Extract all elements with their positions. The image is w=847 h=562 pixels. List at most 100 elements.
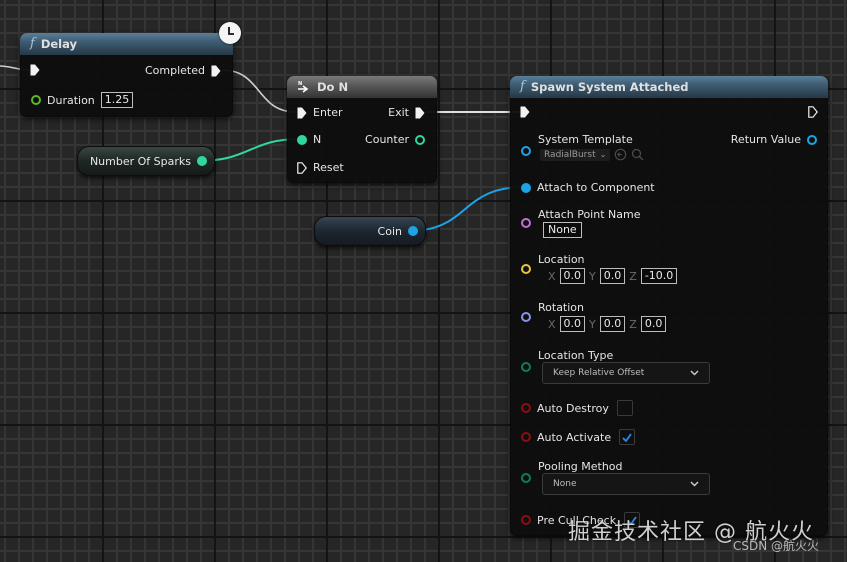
x-axis-label: X [548, 317, 556, 331]
chevron-down-icon [690, 481, 699, 487]
exec-pin-icon [30, 64, 40, 76]
clock-icon [219, 22, 241, 44]
rotation-z-input[interactable]: 0.0 [640, 316, 667, 332]
search-icon[interactable] [631, 148, 644, 161]
do-n-exit-pin[interactable]: Exit [388, 106, 425, 119]
chevron-down-icon: ⌄ [599, 150, 607, 159]
coin-variable-node[interactable]: Coin [314, 216, 426, 246]
delay-node[interactable]: f Delay Completed Duration 1.25 [20, 33, 233, 117]
object-pin-icon [521, 182, 531, 193]
int-pin-icon [297, 134, 307, 145]
checkmark-icon [627, 515, 637, 525]
use-selected-asset-icon[interactable] [614, 148, 627, 161]
location-type-pin[interactable] [521, 362, 531, 372]
auto-destroy-checkbox[interactable] [616, 400, 633, 416]
system-template-dropdown[interactable]: RadialBurst ⌄ [540, 148, 611, 161]
delay-duration-pin[interactable]: Duration 1.25 [31, 92, 134, 108]
coin-label: Coin [377, 224, 402, 238]
exec-pin-icon [415, 107, 425, 118]
macro-icon: N [298, 81, 309, 93]
spawn-exec-out-pin[interactable] [808, 106, 818, 118]
location-fields[interactable]: X 0.0 Y 0.0 Z -10.0 [548, 268, 678, 284]
x-axis-label: X [548, 269, 556, 283]
name-pin-icon [521, 218, 531, 228]
delay-node-header[interactable]: f Delay [20, 33, 233, 55]
int-pin-icon [415, 134, 425, 145]
system-template-pin[interactable] [521, 146, 531, 156]
spawn-title: Spawn System Attached [530, 80, 689, 94]
pooling-method-dropdown[interactable]: None [542, 473, 710, 495]
do-n-node[interactable]: N Do N Enter Exit N Counter Reset [287, 76, 437, 183]
exec-pin-icon [297, 107, 307, 118]
enum-pin-icon [521, 362, 531, 372]
svg-text:N: N [298, 81, 302, 87]
rotation-x-input[interactable]: 0.0 [559, 316, 586, 332]
attach-to-component-pin[interactable]: Attach to Component [521, 181, 655, 194]
watermark: 掘金技术社区 @ 航火火 [568, 520, 814, 545]
rotation-pin[interactable] [521, 312, 531, 322]
location-x-input[interactable]: 0.0 [559, 268, 586, 284]
auto-activate-checkbox[interactable] [619, 429, 636, 445]
do-n-n-pin[interactable]: N [297, 133, 321, 146]
rotation-label: Rotation [538, 301, 585, 314]
exit-label: Exit [388, 106, 409, 119]
z-axis-label: Z [629, 317, 637, 331]
delay-exec-in-pin[interactable] [30, 64, 40, 76]
completed-label: Completed [145, 64, 205, 77]
int-pin-icon[interactable] [197, 156, 207, 166]
location-label: Location [538, 253, 585, 266]
do-n-counter-pin[interactable]: Counter [365, 133, 425, 146]
rotation-fields[interactable]: X 0.0 Y 0.0 Z 0.0 [548, 316, 667, 332]
return-value-label: Return Value [730, 133, 801, 146]
system-template-label: System Template [538, 133, 633, 146]
pooling-method-label-row: Pooling Method [538, 460, 623, 473]
object-pin-icon[interactable] [408, 226, 418, 236]
location-label-row: Location [538, 253, 585, 266]
system-template-picker[interactable]: RadialBurst ⌄ [540, 148, 644, 161]
delay-completed-pin[interactable]: Completed [145, 64, 221, 77]
location-type-dropdown[interactable]: Keep Relative Offset [542, 362, 710, 384]
number-of-sparks-label: Number Of Sparks [89, 154, 191, 168]
pooling-method-pin[interactable] [521, 473, 531, 483]
bool-pin-icon [521, 403, 531, 413]
attach-point-name-label: Attach Point Name [538, 208, 641, 221]
spawn-exec-in-pin[interactable] [520, 106, 530, 118]
auto-activate-pin[interactable]: Auto Activate [521, 429, 636, 445]
exec-pin-icon [211, 65, 221, 76]
watermark-csdn: CSDN @航火火 [733, 539, 820, 553]
auto-activate-label: Auto Activate [537, 430, 612, 444]
function-icon: f [520, 79, 525, 94]
pre-cull-check-checkbox[interactable] [624, 512, 641, 528]
float-pin-icon [31, 95, 41, 105]
attach-point-name-label-row: Attach Point Name [538, 208, 640, 221]
number-of-sparks-variable-node[interactable]: Number Of Sparks [77, 146, 215, 176]
delay-title: Delay [40, 37, 78, 51]
do-n-node-header[interactable]: N Do N [287, 76, 437, 98]
vector-pin-icon [521, 264, 531, 274]
attach-point-name-input[interactable]: None [543, 222, 582, 238]
enter-label: Enter [313, 106, 343, 119]
exec-pin-icon [520, 106, 530, 118]
return-value-pin[interactable]: Return Value [731, 133, 817, 146]
do-n-title: Do N [317, 80, 349, 94]
location-type-label-row: Location Type [538, 349, 613, 362]
duration-input[interactable]: 1.25 [100, 92, 134, 108]
location-z-input[interactable]: -10.0 [640, 268, 678, 284]
system-template-value: RadialBurst [544, 149, 596, 160]
attach-point-name-pin[interactable] [521, 218, 531, 228]
auto-destroy-pin[interactable]: Auto Destroy [521, 400, 633, 416]
location-y-input[interactable]: 0.0 [599, 268, 626, 284]
attach-to-component-label: Attach to Component [537, 181, 655, 194]
enum-pin-icon [521, 473, 531, 483]
pooling-method-label: Pooling Method [538, 460, 623, 473]
auto-destroy-label: Auto Destroy [537, 401, 609, 415]
rotation-y-input[interactable]: 0.0 [599, 316, 626, 332]
pre-cull-check-pin[interactable]: Pre Cull Check [521, 512, 641, 528]
pooling-method-value: None [553, 479, 577, 489]
attach-point-name-field-row[interactable]: None [543, 222, 582, 238]
location-pin[interactable] [521, 264, 531, 274]
do-n-enter-pin[interactable]: Enter [297, 106, 343, 119]
spawn-system-attached-node[interactable]: f Spawn System Attached System Template … [510, 76, 828, 536]
do-n-reset-pin[interactable]: Reset [297, 161, 344, 174]
spawn-node-header[interactable]: f Spawn System Attached [510, 76, 828, 98]
